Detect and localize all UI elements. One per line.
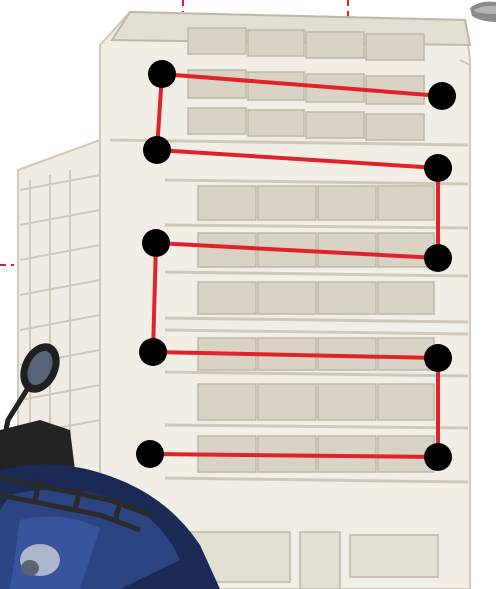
route-node-n2: [428, 82, 456, 110]
route-node-n6: [142, 229, 170, 257]
route-node-n7: [139, 338, 167, 366]
route-node-n10: [136, 440, 164, 468]
route-node-n9: [424, 443, 452, 471]
route-node-n1: [148, 60, 176, 88]
route-node-n8: [424, 344, 452, 372]
route-node-n3: [143, 136, 171, 164]
route-node-n4: [424, 154, 452, 182]
partial-icon: [470, 2, 496, 22]
route-node-n5: [424, 244, 452, 272]
